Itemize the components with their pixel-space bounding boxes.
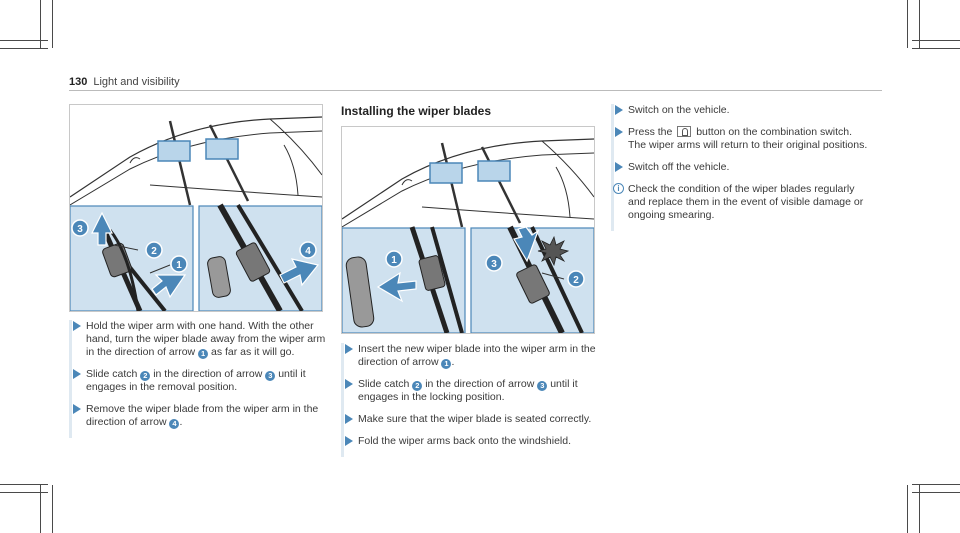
step-arrow-icon — [345, 436, 353, 446]
crop-mark — [912, 492, 960, 493]
crop-mark — [40, 0, 41, 48]
step-item: Switch off the vehicle. — [615, 161, 873, 174]
callout-badge: 3 — [537, 381, 548, 391]
step-text: Switch off the vehicle. — [628, 161, 730, 173]
step-arrow-icon — [73, 321, 81, 331]
crop-mark — [0, 40, 48, 41]
step-arrow-icon — [615, 162, 623, 172]
callout-badge: 2 — [412, 381, 423, 391]
step-text: Press the — [628, 126, 673, 138]
step-item: Switch on the vehicle. — [615, 104, 873, 117]
crop-mark — [0, 48, 48, 49]
callout-1-marker: 1 — [385, 250, 403, 268]
crop-mark — [912, 48, 960, 49]
callout-4-marker: 4 — [299, 241, 317, 259]
note-item: i Check the condition of the wiper blade… — [613, 183, 873, 222]
wiper-button-icon — [677, 126, 692, 137]
step-text: Make sure that the wiper blade is seated… — [358, 413, 592, 425]
right-step-list: Switch on the vehicle. Press the button … — [611, 104, 873, 231]
step-item: Insert the new wiper blade into the wipe… — [345, 343, 601, 369]
step-arrow-icon — [615, 105, 623, 115]
step-text: . — [451, 356, 455, 368]
step-item: Make sure that the wiper blade is seated… — [345, 413, 601, 426]
step-result-text: The wiper arms will return to their orig… — [628, 139, 868, 151]
figure-wiper-installation: 1 3 2 — [341, 126, 595, 334]
callout-2-marker: 2 — [567, 270, 585, 288]
crop-mark — [919, 0, 920, 48]
page-number: 130 — [69, 76, 88, 88]
svg-text:3: 3 — [77, 224, 83, 235]
step-text: Remove the wiper blade from the wiper ar… — [86, 403, 319, 428]
step-arrow-icon — [345, 379, 353, 389]
step-text: as far as it will go. — [210, 346, 295, 358]
crop-mark — [52, 485, 53, 533]
crop-mark — [912, 484, 960, 485]
step-text: . — [179, 416, 183, 428]
left-step-list: Hold the wiper arm with one hand. With t… — [69, 320, 329, 438]
step-arrow-icon — [73, 404, 81, 414]
crop-mark — [912, 40, 960, 41]
step-text: Hold the wiper arm with one hand. With t… — [86, 320, 326, 358]
figure-wiper-removal: 3 2 1 4 — [69, 104, 323, 312]
svg-text:4: 4 — [305, 246, 311, 257]
step-arrow-icon — [73, 369, 81, 379]
callout-3-marker: 3 — [71, 219, 89, 237]
svg-text:3: 3 — [491, 259, 497, 270]
step-item: Slide catch 2 in the direction of arrow … — [73, 368, 329, 394]
wiper-removal-illustration: 3 2 1 4 — [70, 116, 322, 311]
step-arrow-icon — [345, 414, 353, 424]
middle-step-list: Insert the new wiper blade into the wipe… — [341, 343, 601, 457]
step-text: button on the combination switch. — [696, 126, 853, 138]
crop-mark — [0, 492, 48, 493]
step-item: Slide catch 2 in the direction of arrow … — [345, 378, 601, 404]
step-text: in the direction of arrow — [425, 378, 535, 390]
crop-mark — [52, 0, 53, 48]
step-text: Slide catch — [86, 368, 138, 380]
crop-mark — [0, 484, 48, 485]
callout-badge: 3 — [265, 371, 276, 381]
svg-text:2: 2 — [151, 246, 157, 257]
step-text: until it engages in the removal position… — [86, 368, 306, 393]
callout-2-marker: 2 — [145, 241, 163, 259]
step-item: Remove the wiper blade from the wiper ar… — [73, 403, 329, 429]
step-text: until it engages in the locking position… — [358, 378, 578, 403]
step-arrow-icon — [345, 344, 353, 354]
crop-mark — [40, 485, 41, 533]
callout-badge: 2 — [140, 371, 151, 381]
callout-badge: 1 — [441, 359, 452, 369]
crop-mark — [907, 485, 908, 533]
wiper-installation-illustration: 1 3 2 — [342, 138, 594, 333]
step-text: Fold the wiper arms back onto the windsh… — [358, 435, 572, 447]
step-item: Hold the wiper arm with one hand. With t… — [73, 320, 329, 359]
crop-mark — [919, 485, 920, 533]
svg-text:1: 1 — [176, 260, 182, 271]
step-item: Fold the wiper arms back onto the windsh… — [345, 435, 601, 448]
callout-badge: 1 — [198, 349, 209, 359]
info-icon: i — [613, 183, 624, 194]
callout-3-marker: 3 — [485, 254, 503, 272]
svg-text:1: 1 — [391, 255, 397, 266]
section-heading: Installing the wiper blades — [341, 104, 492, 118]
section-title: Light and visibility — [93, 76, 180, 88]
step-text: in the direction of arrow — [153, 368, 263, 380]
running-header: 130 Light and visibility — [69, 76, 180, 88]
step-arrow-icon — [615, 127, 623, 137]
svg-text:2: 2 — [573, 275, 579, 286]
crop-mark — [907, 0, 908, 48]
step-text: Insert the new wiper blade into the wipe… — [358, 343, 596, 368]
step-text: Switch on the vehicle. — [628, 104, 730, 116]
callout-1-marker: 1 — [170, 255, 188, 273]
callout-badge: 4 — [169, 419, 180, 429]
step-text: Slide catch — [358, 378, 410, 390]
header-rule — [69, 90, 882, 91]
note-text: Check the condition of the wiper blades … — [628, 183, 864, 221]
step-item: Press the button on the combination swit… — [615, 126, 873, 152]
